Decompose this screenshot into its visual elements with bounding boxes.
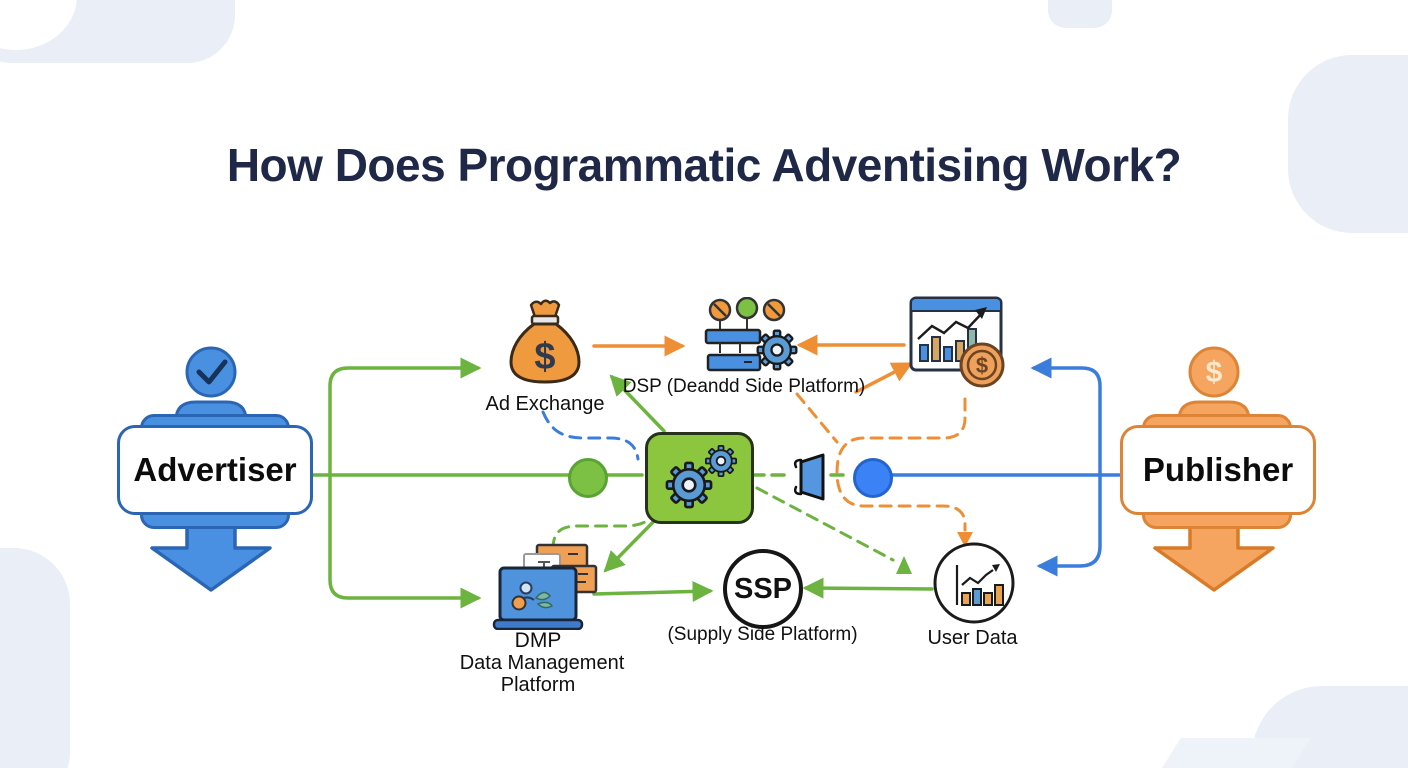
dsp-label: DSP (Deandd Side Platform) bbox=[622, 376, 866, 397]
gears-icon bbox=[665, 444, 738, 509]
background-blob-top-mid bbox=[1048, 0, 1112, 28]
advertiser-to-dmp-line bbox=[328, 473, 482, 609]
svg-text:$: $ bbox=[976, 353, 988, 378]
into-analytics-arrow bbox=[854, 362, 914, 394]
analytics-window-icon: $ bbox=[909, 296, 1005, 388]
background-blob-left-bottom bbox=[0, 548, 70, 768]
publisher-to-userdata-line bbox=[1036, 473, 1102, 577]
center-to-userdata-dashed bbox=[755, 486, 895, 562]
ssp-sublabel: (Supply Side Platform) bbox=[667, 624, 858, 645]
publisher-label: Publisher bbox=[1142, 451, 1294, 488]
money-bag-icon: $ bbox=[509, 299, 581, 384]
dsp-to-userdata-arrowhead bbox=[957, 532, 973, 547]
ad-tag-icon bbox=[793, 453, 825, 501]
check-icon bbox=[196, 359, 228, 385]
trend-line bbox=[917, 311, 984, 340]
user-data-label: User Data bbox=[927, 627, 1018, 649]
gear-icon bbox=[756, 329, 798, 371]
advertiser-node: Advertiser bbox=[117, 425, 313, 515]
dmp-to-greenbox-dashed bbox=[551, 512, 656, 551]
dsp-icon bbox=[704, 297, 798, 372]
dmp-sublabel-line1: Data Management bbox=[459, 652, 625, 674]
dmp-sublabel-line2: Platform bbox=[500, 674, 576, 696]
dollar-icon: $ bbox=[534, 336, 555, 378]
adexchange-to-center-dashed bbox=[541, 410, 640, 461]
blue-flow-node bbox=[853, 458, 893, 498]
background-blob-top-right bbox=[1288, 55, 1408, 233]
publisher-to-analytics-line bbox=[1030, 357, 1102, 477]
advertiser-to-adexchange-line bbox=[328, 357, 482, 477]
coin-icon: $ bbox=[959, 342, 1005, 388]
dsp-to-userdata-dashed bbox=[835, 397, 967, 532]
user-data-icon bbox=[933, 542, 1015, 624]
ad-exchange-label: Ad Exchange bbox=[485, 393, 605, 415]
center-to-userdata-arrowhead bbox=[896, 556, 912, 574]
dsp-down-dashed bbox=[795, 392, 839, 444]
ssp-node: SSP bbox=[723, 549, 803, 629]
page-title: How Does Programmatic Adventising Work? bbox=[226, 139, 1182, 191]
trend-line bbox=[961, 569, 994, 586]
userdata-to-ssp-line bbox=[802, 577, 934, 599]
greenbox-to-adexchange-line bbox=[609, 374, 666, 433]
green-flow-node bbox=[568, 458, 608, 498]
advertiser-label: Advertiser bbox=[133, 451, 297, 488]
dmp-label: DMP bbox=[514, 629, 562, 652]
dmp-to-ssp-line bbox=[592, 580, 714, 602]
greenbox-to-dmp-line bbox=[603, 514, 661, 573]
ssp-label: SSP bbox=[733, 572, 793, 605]
dollar-icon: $ bbox=[1206, 356, 1223, 389]
dmp-laptop-icon bbox=[492, 543, 598, 630]
publisher-node: Publisher bbox=[1120, 425, 1316, 515]
